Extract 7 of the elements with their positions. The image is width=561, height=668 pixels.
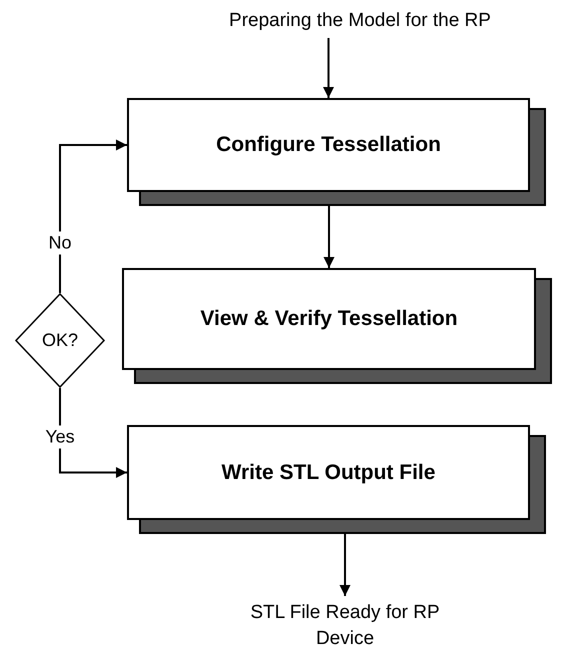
decision-diamond: OK? <box>15 293 105 388</box>
arrow <box>59 140 127 293</box>
flow-text: STL File Ready for RP Device <box>220 596 470 656</box>
flow-text: Preparing the Model for the RP <box>160 4 560 38</box>
edge-label: Yes <box>45 426 75 448</box>
arrow <box>323 38 334 98</box>
edge-label: No <box>48 232 72 254</box>
